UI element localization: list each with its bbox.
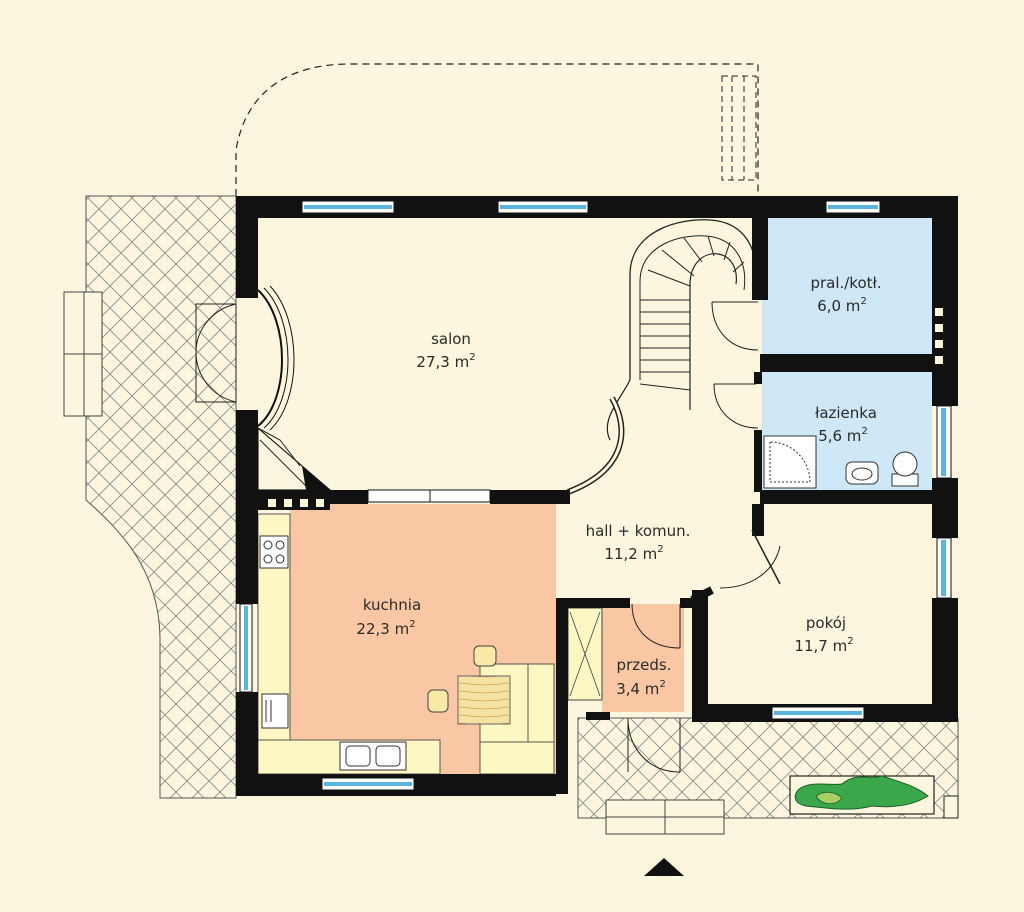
left-terrace [85, 195, 237, 799]
przeds-floor [602, 604, 684, 712]
room-area-pokoj: 11,7 m2 [794, 636, 853, 655]
dishwasher-icon [261, 693, 289, 729]
window [321, 777, 415, 791]
sink-icon [339, 741, 407, 771]
room-area-pral: 6,0 m2 [817, 296, 867, 315]
chair [427, 689, 449, 713]
entrance-arrow-icon [644, 858, 684, 876]
bay-window [257, 285, 295, 431]
room-area-lazienka: 5,6 m2 [818, 426, 868, 445]
room-area-kuchnia: 22,3 m2 [356, 619, 415, 638]
door-lazienka [713, 383, 759, 429]
window [239, 603, 253, 693]
room-name-przeds: przeds. [617, 656, 672, 674]
room-name-kuchnia: kuchnia [363, 596, 421, 614]
window [825, 200, 881, 214]
room-area-przeds: 3,4 m2 [616, 679, 666, 698]
pergola-outline [235, 63, 759, 196]
door-pral [711, 301, 759, 351]
room-name-pral: pral./kotł. [810, 274, 881, 292]
door-pokoj [719, 545, 781, 589]
toilet-icon [891, 451, 919, 487]
room-name-lazienka: łazienka [815, 404, 877, 422]
washbasin-icon [845, 461, 879, 485]
window [301, 200, 395, 214]
chair [473, 645, 497, 667]
terrace-door [195, 303, 237, 403]
room-name-pokoj: pokój [806, 614, 846, 632]
door-przeds [631, 603, 681, 649]
room-area-salon: 27,3 m2 [416, 352, 475, 371]
room-name-hall: hall + komun. [586, 522, 691, 540]
room-area-hall: 11,2 m2 [604, 544, 663, 563]
planter [789, 775, 935, 815]
window [936, 537, 952, 599]
dining-table [457, 675, 511, 725]
pral-floor [762, 218, 932, 354]
door-entrance [627, 717, 681, 773]
interior-window [367, 489, 491, 503]
pergola-beam [721, 75, 757, 181]
window [497, 200, 589, 214]
room-name-salon: salon [431, 330, 471, 348]
cooktop-icon [259, 535, 289, 569]
shower-icon [763, 435, 817, 489]
window [771, 706, 865, 720]
window [936, 405, 952, 479]
